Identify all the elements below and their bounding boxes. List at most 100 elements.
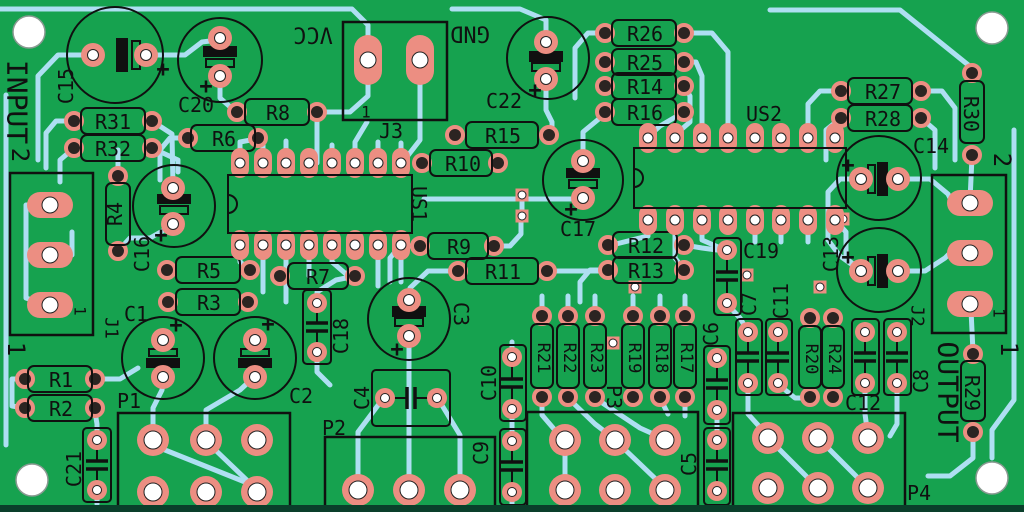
pad-hole [802,132,814,144]
label-R11: R11 [485,260,521,284]
resistor-pad [595,23,615,43]
pad-hole [403,330,415,342]
copper-trace [35,52,96,163]
pad-hole [92,485,102,495]
resistor-pad [345,266,365,286]
pad-hole [157,334,169,346]
pad-hole [808,428,828,448]
label-J2: J2 [907,305,928,327]
resistor-pad [488,153,508,173]
pad-hole [411,51,429,69]
pad-hole [349,157,361,169]
label-C8: C8 [909,369,933,393]
pad-hole [395,157,407,169]
pad-hole [743,378,753,388]
label-J1: J1 [101,317,122,339]
label-C2: C2 [289,384,313,408]
label-OUTPUT: OUTPUT [932,341,965,442]
component-R5-outline [175,256,241,284]
resistor-pad [595,102,615,122]
resistor-pad [963,422,983,442]
component-R11-outline [465,257,539,285]
pad-hole [961,295,979,313]
label-+: + [528,79,541,104]
pad-hole [517,211,527,221]
resistor-pad [963,344,983,364]
label-+: + [154,224,167,249]
component-R21-outline [530,323,554,389]
pad-hole [669,132,681,144]
component-J2-outline [930,173,1008,335]
pad-hole [41,196,59,214]
pad-hole [312,347,322,357]
copper-trace [887,381,900,439]
label-C14: C14 [913,134,949,158]
pad-hole [157,371,169,383]
pad-hole [349,239,361,251]
resistor-pad [674,260,694,280]
resistor-pad [911,81,931,101]
pad-hole [249,334,261,346]
component-C14-polarity-bar [877,162,888,196]
component-C1-outline [121,316,205,400]
label-C1: C1 [124,302,148,326]
pad-hole [399,480,419,500]
resistor-pad [532,387,552,407]
component-C2-polarity-bar [238,358,272,368]
label-R30: R30 [959,96,983,132]
pad-hole [196,482,216,502]
label-R2: R2 [49,397,73,421]
copper-trace [989,127,1017,461]
pad-hole [858,478,878,498]
label-C16: C16 [130,236,154,272]
component-R26-outline [611,19,677,47]
component-US1-outline [227,174,413,234]
pad-hole [855,173,867,185]
label-R25: R25 [627,51,663,75]
component-C20-polarity-bar [203,46,237,57]
resistor-pad [445,125,465,145]
label-+: + [841,154,854,179]
label-1: 1 [71,306,90,316]
component-R7-outline [287,262,349,290]
pad-hole [372,239,384,251]
component-R25-outline [611,48,677,76]
label-R23: R23 [586,343,606,374]
resistor-pad [412,153,432,173]
pad-hole [773,327,783,337]
pad-hole [696,132,708,144]
component-C17-outline [542,139,624,221]
pad-hole [858,428,878,448]
resistor-pad [962,145,982,165]
label-R19: R19 [624,343,644,374]
resistor-pad [623,306,643,326]
component-R28-outline [847,104,913,132]
component-C15-polarity-bar [116,38,128,72]
pad-hole [380,393,390,403]
label-C18: C18 [329,318,353,354]
pad-hole [642,214,654,226]
pad-hole [758,478,778,498]
resistor-pad [227,102,247,122]
pad-hole [303,157,315,169]
label-C13: C13 [819,236,843,272]
pad-hole [722,245,732,255]
resistor-pad [674,76,694,96]
resistor-pad [585,387,605,407]
pad-hole [507,436,517,446]
component-R2-outline [27,394,93,422]
component-C12-outline [851,318,880,396]
label-R17: R17 [676,343,696,374]
label-R20: R20 [801,344,821,375]
component-US2-notch [633,168,644,188]
resistor-pad [800,387,820,407]
component-C19-outline [713,237,742,316]
pad-hole [280,157,292,169]
pad-hole [555,480,575,500]
copper-trace [355,397,385,493]
copper-trace [157,445,253,487]
resistor-pad [800,308,820,328]
resistor-pad [831,81,851,101]
component-C13-outline [836,227,922,313]
pad-hole [743,327,753,337]
